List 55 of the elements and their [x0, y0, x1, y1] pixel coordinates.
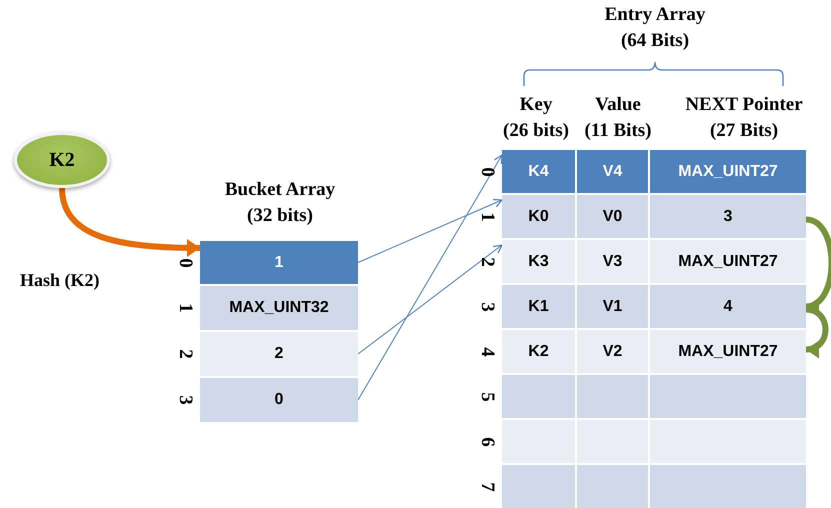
- cell-value: 2: [274, 345, 284, 363]
- arrow: [59, 188, 200, 257]
- arrow: [806, 306, 828, 357]
- cell-value: K1: [528, 298, 549, 316]
- empty-table-row: [502, 465, 806, 508]
- key-ellipse: [14, 132, 110, 188]
- key-text: K2: [49, 148, 75, 173]
- cell-value: K0: [528, 208, 549, 226]
- cell-value: 1: [274, 254, 284, 272]
- cell-value: 0: [274, 391, 284, 409]
- cell-value: 4: [724, 298, 732, 316]
- cell-value: K4: [528, 162, 549, 180]
- table-row: [502, 330, 806, 373]
- row-index: 6: [476, 436, 498, 446]
- row-index: 1: [476, 212, 498, 222]
- row-index: 3: [476, 302, 498, 312]
- empty-table-row: [502, 375, 806, 418]
- cell-value: V0: [602, 208, 622, 226]
- row-index: 0: [174, 258, 196, 268]
- cell-value: MAX_UINT27: [678, 342, 778, 360]
- table-row: [200, 286, 358, 330]
- table-row: [502, 240, 806, 283]
- cell-value: K3: [528, 252, 549, 270]
- row-index: 2: [476, 256, 498, 266]
- cell-value: V3: [602, 252, 622, 270]
- cell-value: MAX_UINT32: [229, 299, 329, 317]
- heading: Value (11 Bits): [583, 93, 653, 143]
- cell-value: MAX_UINT27: [678, 252, 778, 270]
- row-index: 0: [476, 166, 498, 176]
- cell-value: MAX_UINT27: [678, 162, 778, 180]
- cell-value: V4: [602, 162, 622, 180]
- table-row: [200, 378, 358, 422]
- heading: Key (26 bits): [502, 93, 570, 143]
- arrow: [358, 154, 503, 400]
- row-index: 3: [174, 395, 196, 405]
- cell-value: V2: [602, 342, 622, 360]
- table-row: [502, 150, 806, 193]
- heading: Bucket Array (32 bits): [224, 178, 336, 228]
- row-index: 7: [476, 482, 498, 492]
- table-row: [502, 195, 806, 238]
- table-row: [200, 332, 358, 376]
- heading: NEXT Pointer (27 Bits): [684, 93, 804, 143]
- arrow: [805, 216, 831, 312]
- row-index: 4: [476, 346, 498, 356]
- heading: Entry Array (64 Bits): [604, 3, 706, 53]
- row-index: 2: [174, 349, 196, 359]
- row-index: 1: [174, 303, 196, 313]
- arrow: [358, 198, 503, 263]
- table-row: [502, 285, 806, 328]
- cell-value: 3: [724, 208, 732, 226]
- arrow: [358, 244, 503, 354]
- cell-value: K2: [528, 342, 549, 360]
- table-row: [200, 241, 358, 284]
- cell-value: V1: [602, 298, 622, 316]
- row-index: 5: [476, 392, 498, 402]
